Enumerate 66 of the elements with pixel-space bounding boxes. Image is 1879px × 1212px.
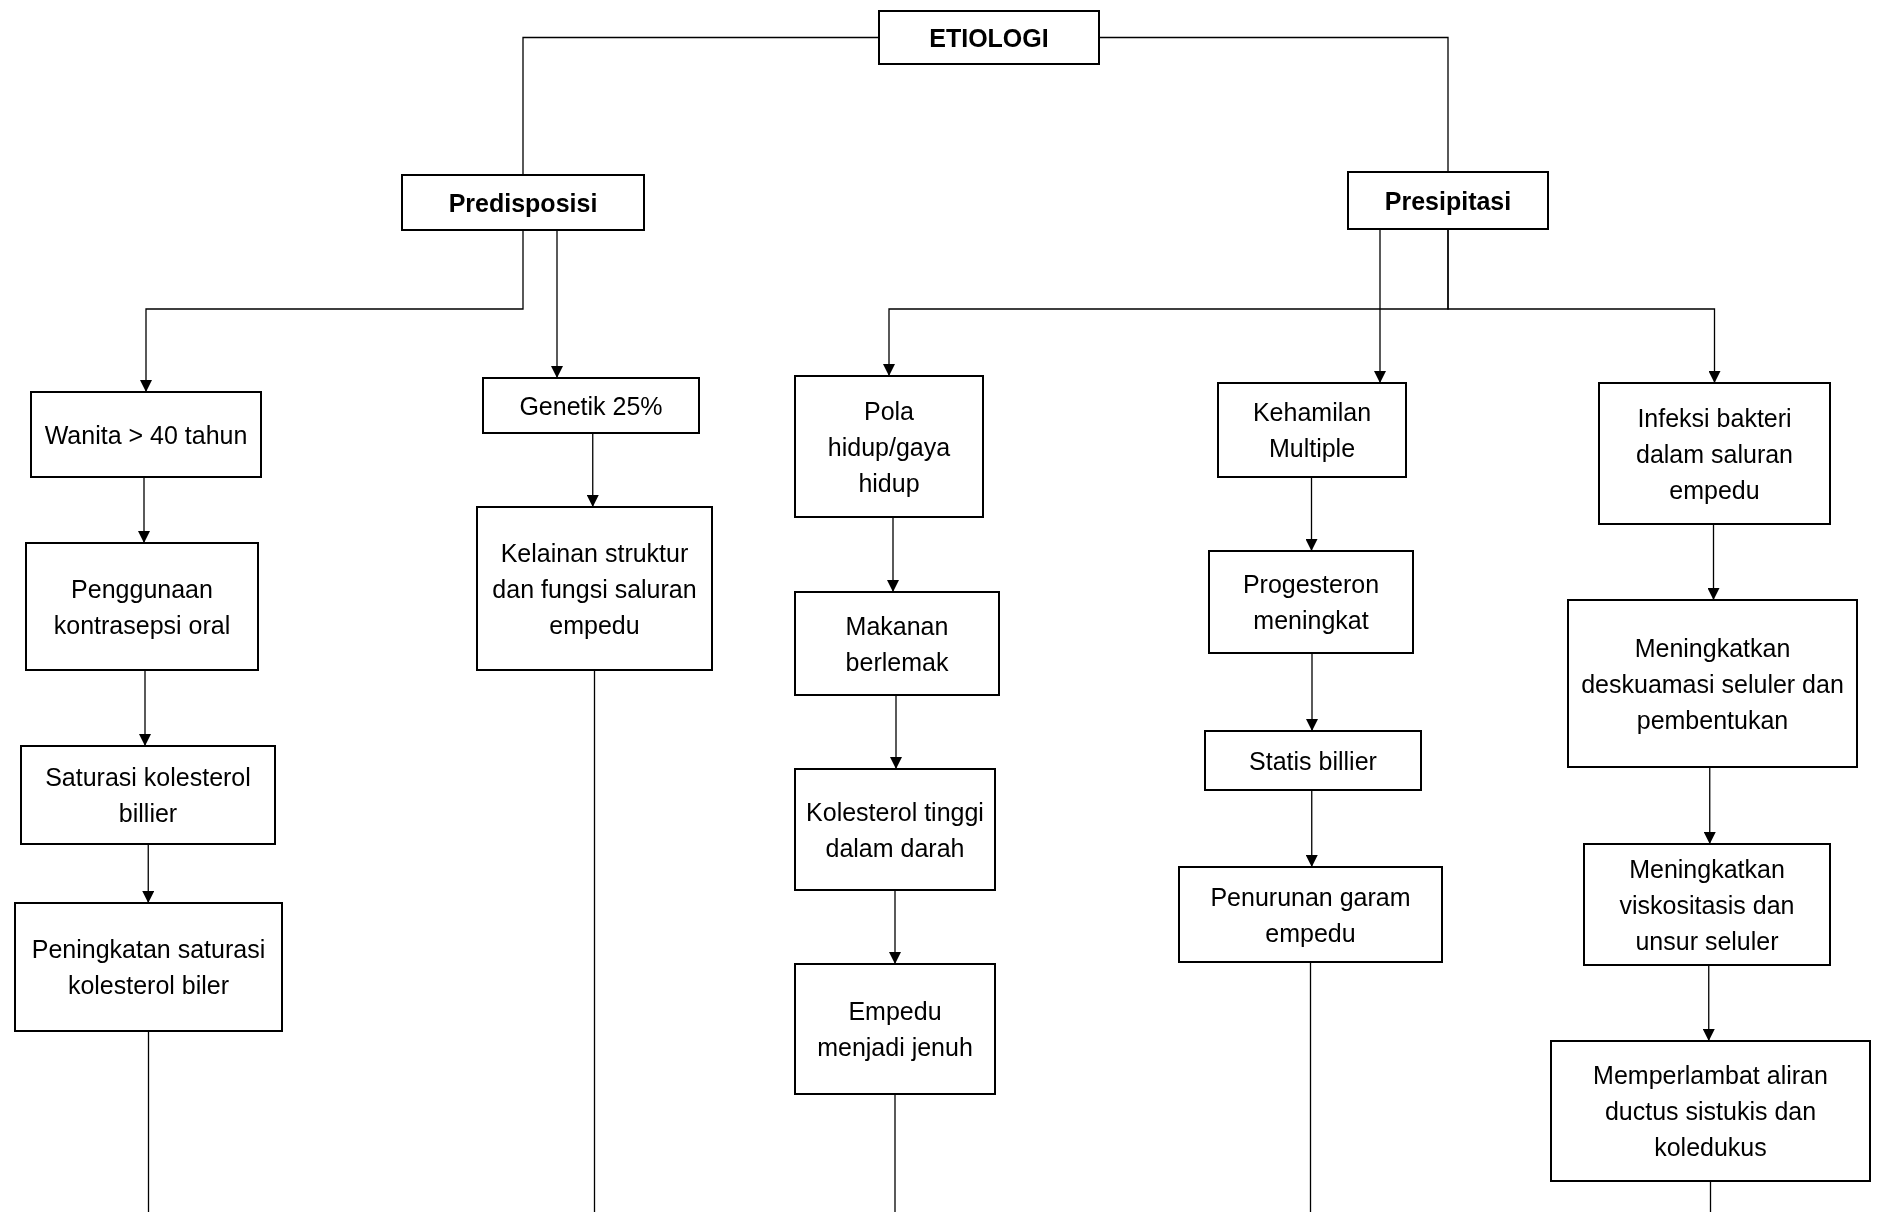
connector-line: [522, 36, 879, 175]
connector-line: [593, 670, 596, 1212]
arrow: [887, 517, 899, 592]
box-text: Memperlambat aliran ductus sistukis dan koledukus: [1592, 1060, 1829, 1163]
process-box: [794, 768, 996, 891]
box-text: Kelainan struktur dan fungsi saluran empedu: [491, 537, 698, 641]
process-box: [1208, 550, 1414, 654]
process-box: [476, 506, 713, 671]
arrow: [1374, 229, 1386, 383]
box-text: Kolesterol tinggi dalam darah: [805, 796, 985, 864]
connector-line: [894, 1094, 896, 1212]
box-text: Presipitasi: [1384, 185, 1512, 217]
connector-line: [147, 1031, 150, 1212]
arrow: [889, 890, 901, 964]
arrow: [1447, 229, 1721, 383]
arrow: [1702, 965, 1715, 1041]
process-box: [1583, 843, 1831, 966]
box-text: Statis billier: [1249, 745, 1377, 777]
box-text: Predisposisi: [448, 187, 598, 219]
process-box: [1217, 382, 1407, 478]
box-text: Saturasi kolesterol billier: [44, 762, 252, 829]
category-box: [1347, 171, 1549, 230]
process-box: [1550, 1040, 1871, 1182]
process-box: [25, 542, 259, 671]
box-text: Makanan berlemak: [844, 610, 950, 678]
arrow: [1707, 524, 1720, 600]
arrow: [138, 477, 150, 543]
arrow: [1305, 477, 1318, 551]
arrow: [586, 433, 599, 507]
process-box: [1567, 599, 1858, 768]
box-text: Meningkatkan deskuamasi seluler dan pembentukan: [1580, 632, 1845, 736]
category-box: [878, 10, 1100, 65]
arrow: [142, 844, 155, 903]
connector-line: [1709, 1181, 1712, 1212]
arrow: [1703, 767, 1716, 844]
box-text: Wanita > 40 tahun: [44, 419, 248, 451]
arrow: [1306, 653, 1318, 731]
connector-line: [1309, 962, 1312, 1212]
process-box: [794, 375, 984, 518]
box-text: Empedu menjadi jenuh: [816, 996, 974, 1063]
box-text: Penurunan garam empedu: [1209, 881, 1412, 949]
box-text: Peningkatan saturasi kolesterol biler: [30, 934, 267, 1001]
process-box: [794, 963, 996, 1095]
arrow: [890, 695, 902, 769]
arrow: [551, 230, 563, 378]
process-box: [30, 391, 262, 478]
arrow: [1305, 790, 1318, 867]
box-text: Progesteron meningkat: [1241, 569, 1381, 636]
box-text: Kehamilan Multiple: [1251, 397, 1373, 464]
box-text: Infeksi bakteri dalam saluran empedu: [1635, 402, 1794, 506]
arrow: [140, 230, 524, 392]
box-text: ETIOLOGI: [929, 22, 1049, 54]
process-box: [1598, 382, 1831, 525]
process-box: [482, 377, 700, 434]
process-box: [1178, 866, 1443, 963]
box-text: Penggunaan kontrasepsi oral: [52, 573, 232, 641]
process-box: [14, 902, 283, 1032]
arrow: [139, 670, 151, 746]
process-box: [1204, 730, 1422, 791]
connector-line: [1099, 36, 1449, 172]
process-box: [20, 745, 276, 845]
box-text: Meningkatkan viskositasis dan unsur seluler: [1618, 853, 1796, 957]
category-box: [401, 174, 645, 231]
box-text: Genetik 25%: [519, 390, 663, 422]
box-text: Pola hidup/gaya hidup: [826, 395, 952, 499]
process-box: [794, 591, 1000, 696]
